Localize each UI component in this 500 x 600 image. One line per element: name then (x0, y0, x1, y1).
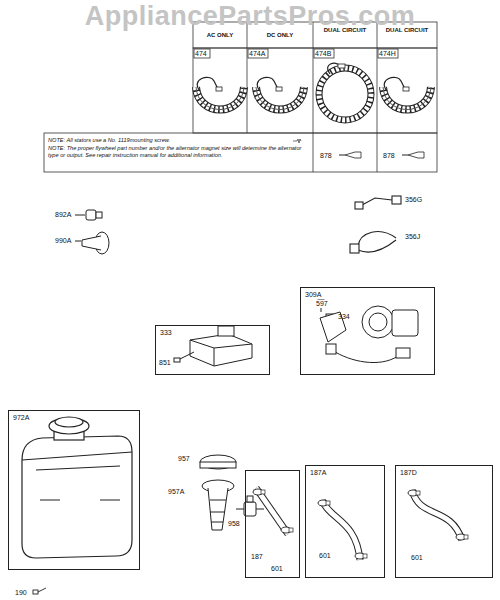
callout-number: 892A (55, 211, 71, 220)
note-text: NOTE: The proper flywheel part number an… (48, 145, 310, 159)
callout-number: 190 (15, 589, 27, 598)
callout-number: 474B (315, 50, 331, 59)
part-group-box: 972A (8, 410, 140, 570)
callout-number: 187A (309, 469, 327, 477)
callout-number: 958 (228, 520, 240, 529)
callout-number: 957A (168, 488, 184, 497)
callout-number: 851 (158, 359, 172, 367)
callout-number: 356J (405, 233, 420, 242)
callout-number: 474A (249, 50, 265, 59)
note-text: NOTE: All stators use a No. 1119mounting… (48, 137, 170, 144)
callout-number: 972A (12, 414, 30, 422)
part-group-box: 187D 601 (395, 465, 493, 578)
callout-number: 601 (318, 552, 332, 560)
callout-number: 597 (315, 300, 329, 308)
part-group-box: 309A597 (300, 287, 435, 375)
table-header: DUAL CIRCUIT (385, 27, 429, 35)
callout-number: 601 (270, 565, 284, 573)
callout-number: 878 (320, 152, 332, 161)
callout-number: 333 (159, 329, 173, 337)
callout-number: 187D (399, 469, 418, 477)
part-group-box: 333 851 (155, 325, 270, 375)
callout-number: 309A (304, 291, 322, 299)
callout-number: 957 (178, 455, 190, 464)
table-header: DUAL CIRCUIT (323, 27, 367, 35)
callout-number: 990A (55, 237, 71, 246)
watermark: AppliancePartsPros.com (0, 2, 500, 31)
callout-number: 187 (250, 553, 264, 561)
callout-number: 356G (405, 196, 422, 205)
callout-number: 601 (410, 554, 424, 562)
callout-number: 474H (379, 50, 396, 59)
callout-number: 474 (195, 50, 207, 59)
callout-number: 334 (338, 313, 350, 322)
part-group-box: 187 601 (245, 470, 300, 578)
table-header: DC ONLY (247, 32, 313, 40)
table-header: AC ONLY (193, 32, 247, 40)
callout-number: 878 (383, 152, 395, 161)
part-group-box: 187A 601 (305, 465, 385, 578)
